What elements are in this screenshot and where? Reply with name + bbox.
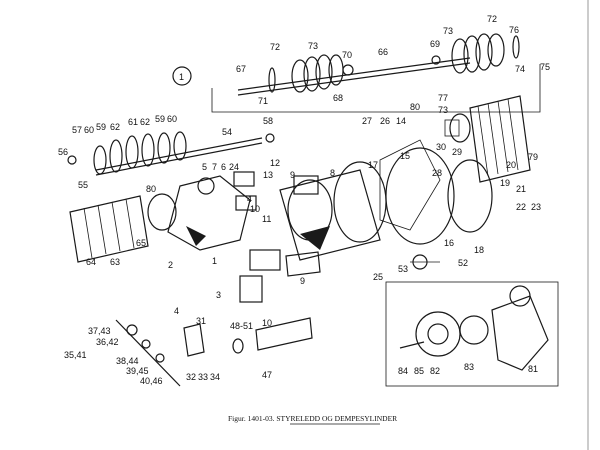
section-marker-number: 1 [179,72,184,82]
callout-47: 47 [262,370,272,380]
callout-52: 52 [458,258,468,268]
callout-7: 7 [212,162,217,172]
callout-21: 21 [516,184,526,194]
linkage-parts [115,171,440,387]
callout-29: 29 [452,147,462,157]
callout-73: 73 [308,41,318,51]
callout-10: 10 [262,318,272,328]
callout-61: 61 [128,117,138,127]
callout-31: 31 [196,316,206,326]
callout-63: 63 [110,257,120,267]
damper-joint-inset [385,281,559,387]
callout-82: 82 [430,366,440,376]
callout-69: 69 [430,39,440,49]
callout-6: 6 [221,162,226,172]
callout-13: 13 [263,170,273,180]
callout-72: 72 [487,14,497,24]
callout-20: 20 [506,160,516,170]
callout-80: 80 [146,184,156,194]
callout-68: 68 [333,93,343,103]
callout-76: 76 [509,25,519,35]
callout-74: 74 [515,64,525,74]
callout-56: 56 [58,147,68,157]
callout-60: 60 [167,114,177,124]
callout-72: 72 [270,42,280,52]
steering-housing [167,139,493,303]
large-dust-boot [444,95,531,183]
callout-24: 24 [229,162,239,172]
callout-18: 18 [474,245,484,255]
callout-19: 19 [500,178,510,188]
callout-33: 33 [198,372,208,382]
callout-48-51: 48-51 [230,321,253,331]
callout-38-44: 38,44 [116,356,139,366]
callout-9: 9 [290,170,295,180]
callout-34: 34 [210,372,220,382]
callout-32: 32 [186,372,196,382]
callout-26: 26 [380,116,390,126]
callout-23: 23 [531,202,541,212]
callout-37-43: 37,43 [88,326,111,336]
callout-62: 62 [110,122,120,132]
callout-65: 65 [136,238,146,248]
callout-57: 57 [72,125,82,135]
callout-84: 84 [398,366,408,376]
upper-steering-rod-assembly [211,33,541,113]
callout-9: 9 [300,276,305,286]
figure-caption: Figur. 1401-03. STYRELEDD OG DEMPESYLIND… [228,414,397,423]
callout-11: 11 [262,214,271,224]
callout-1: 1 [212,256,217,266]
callout-81: 81 [528,364,538,374]
callout-12: 12 [270,158,280,168]
callout-60: 60 [84,125,94,135]
callout-53: 53 [398,264,408,274]
callout-73: 73 [438,105,448,115]
callout-67: 67 [236,64,246,74]
callout-25: 25 [373,272,383,282]
callout-40-46: 40,46 [140,376,163,386]
callout-79: 79 [528,152,538,162]
callout-35-41: 35,41 [64,350,87,360]
callout-labels: 72 73 70 66 69 73 72 76 67 71 68 74 75 7… [58,14,550,386]
callout-66: 66 [378,47,388,57]
callout-27: 27 [362,116,372,126]
callout-5: 5 [202,162,207,172]
callout-16: 16 [444,238,454,248]
callout-22: 22 [516,202,526,212]
callout-62: 62 [140,117,150,127]
callout-71: 71 [258,96,268,106]
callout-2: 2 [168,260,173,270]
callout-59: 59 [155,114,165,124]
callout-10: 10 [250,204,260,214]
left-boot-set [67,131,275,263]
callout-36-42: 36,42 [96,337,119,347]
callout-39-45: 39,45 [126,366,149,376]
callout-54: 54 [222,127,232,137]
section-marker: 1 [172,66,192,86]
callout-4: 4 [174,306,179,316]
callout-17: 17 [368,160,378,170]
callout-8: 8 [330,168,335,178]
callout-70: 70 [342,50,352,60]
callout-73: 73 [443,26,453,36]
callout-28: 28 [432,168,442,178]
callout-55: 55 [78,180,88,190]
callout-59: 59 [96,122,106,132]
callout-15: 15 [400,151,410,161]
callout-83: 83 [464,362,474,372]
callout-4: 4 [247,194,252,204]
callout-85: 85 [414,366,424,376]
callout-3: 3 [216,290,221,300]
callout-64: 64 [86,257,96,267]
callout-80: 80 [410,102,420,112]
callout-75: 75 [540,62,550,72]
callout-58: 58 [263,116,273,126]
callout-30: 30 [436,142,446,152]
callout-14: 14 [396,116,406,126]
callout-77: 77 [438,93,448,103]
